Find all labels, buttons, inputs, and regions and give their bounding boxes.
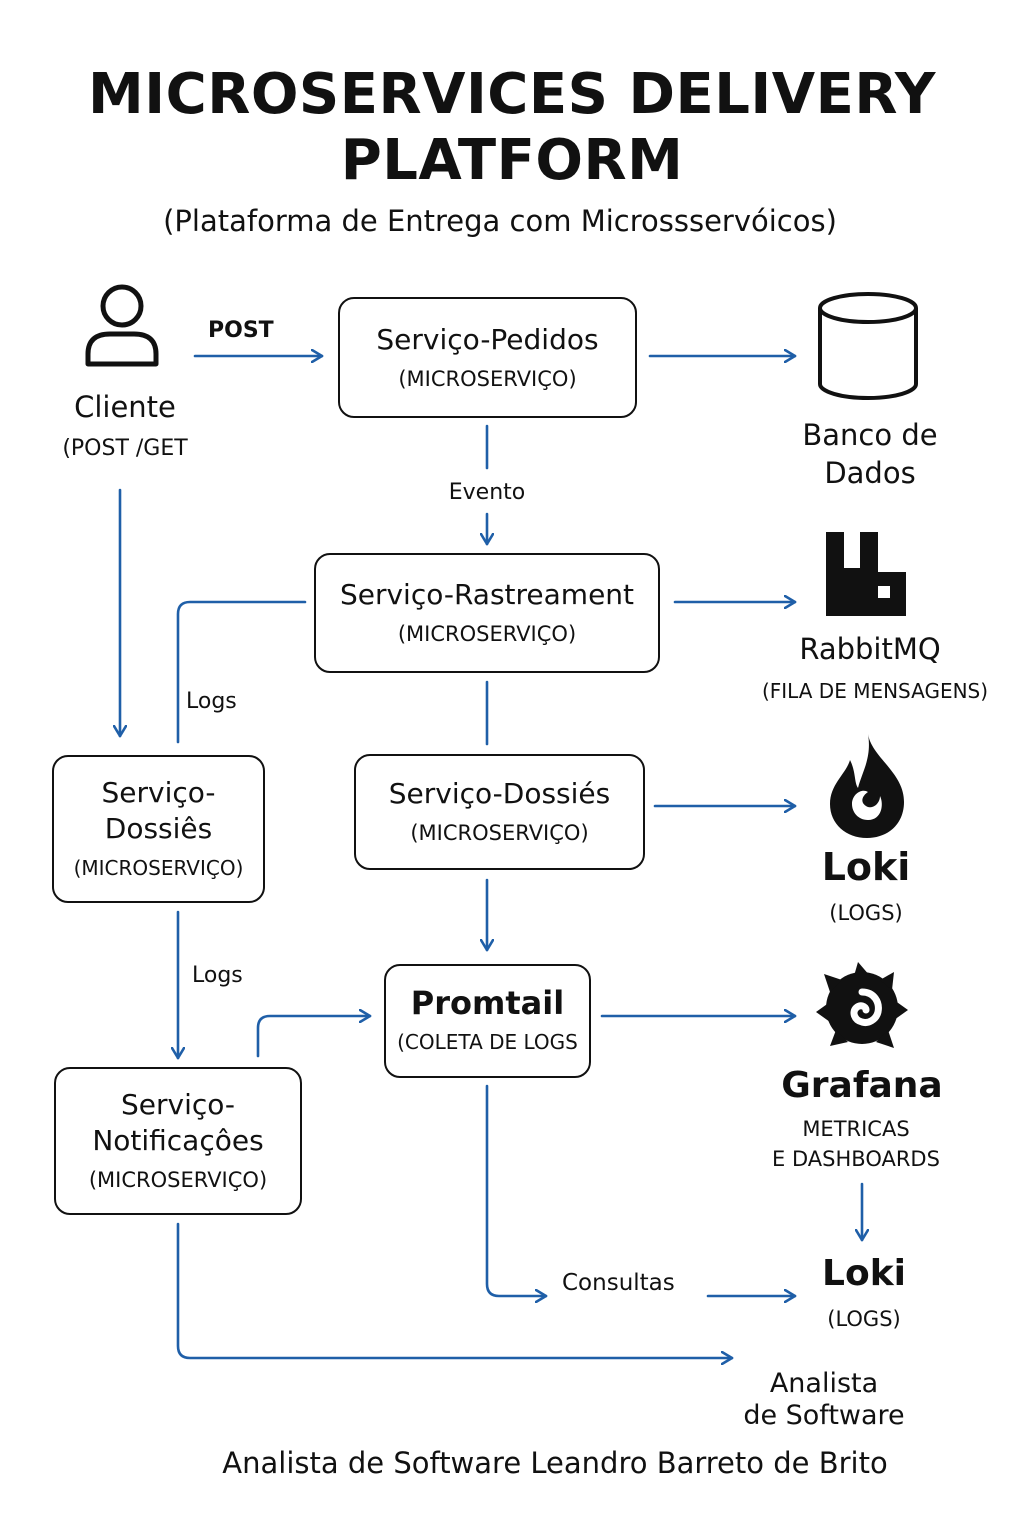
analyst-label-line1: Analista [769, 1368, 879, 1399]
service-notificacoes-name-line2: Notificaçôes [92, 1124, 264, 1157]
service-rastreamento-name: Serviço-Rastreament [339, 578, 635, 611]
diagram-subtitle: (Plataforma de Entrega com Microssservói… [163, 204, 837, 238]
service-dossies-left-box: Serviço- Dossiês (MICROSERVIÇO) [52, 755, 265, 903]
service-dossies-center-box: Serviço-Dossiés (MICROSERVIÇO) [354, 754, 645, 870]
service-dossies-left-name-line1: Serviço- [101, 776, 216, 809]
database-label-line1: Banco de [802, 418, 938, 452]
service-pedidos-box: Serviço-Pedidos (MICROSERVIÇO) [338, 297, 637, 418]
diagram-title-line1: MICROSERVICES DELIVERY [88, 62, 936, 127]
database-label-line2: Dados [824, 456, 916, 490]
service-rastreamento-box: Serviço-Rastreament (MICROSERVIÇO) [314, 553, 660, 673]
arrow-notificacoes-to-promtail [256, 1016, 372, 1058]
loki-icon [828, 732, 906, 840]
edge-label-consultas: Consultas [562, 1270, 675, 1296]
grafana-note-line1: METRICAS [802, 1117, 910, 1141]
promtail-box: Promtail (COLETA DE LOGS [384, 964, 591, 1078]
promtail-kind: (COLETA DE LOGS [397, 1030, 578, 1054]
edge-label-logs-upper: Logs [186, 689, 237, 714]
grafana-name: Grafana [781, 1065, 943, 1106]
footer-credit: Analista de Software Leandro Barreto de … [222, 1446, 888, 1480]
service-dossies-left-kind: (MICROSERVIÇO) [73, 856, 244, 880]
promtail-name: Promtail [410, 984, 565, 1022]
service-notificacoes-box: Serviço- Notificaçôes (MICROSERVIÇO) [54, 1067, 302, 1215]
service-notificacoes-kind: (MICROSERVIÇO) [88, 1168, 268, 1192]
service-pedidos-kind: (MICROSERVIÇO) [398, 366, 577, 391]
line-rastreamento-logs-left [176, 600, 307, 744]
loki-top-note: (LOGS) [829, 901, 903, 925]
client-name: Cliente [74, 390, 176, 424]
service-rastreamento-kind: (MICROSERVIÇO) [397, 622, 577, 646]
loki-top-name: Loki [821, 845, 911, 889]
arrow-promtail-consultas [485, 1084, 548, 1296]
service-dossies-center-name: Serviço-Dossiés [388, 777, 611, 810]
rabbitmq-name: RabbitMQ [799, 632, 941, 666]
service-dossies-center-kind: (MICROSERVIÇO) [410, 821, 589, 845]
analyst-label-line2: de Software [743, 1400, 905, 1431]
rabbitmq-icon [826, 532, 906, 616]
rabbitmq-note: (FILA DE MENSAGENS) [761, 679, 989, 703]
arrow-notificacoes-to-analista [176, 1222, 734, 1358]
diagram-title-line2: PLATFORM [340, 128, 684, 193]
service-notificacoes-name-line1: Serviço- [120, 1088, 235, 1121]
grafana-note-line2: E DASHBOARDS [772, 1147, 940, 1171]
service-dossies-left-name-line2: Dossiês [104, 812, 213, 845]
edge-label-evento: Evento [448, 480, 526, 505]
loki-bottom-note: (LOGS) [827, 1307, 901, 1331]
user-icon [84, 282, 160, 368]
service-pedidos-name: Serviço-Pedidos [376, 322, 599, 356]
database-icon [816, 290, 920, 402]
post-label: POST [208, 318, 274, 343]
edge-label-logs-lower: Logs [192, 963, 243, 988]
client-note: (POST /GET [62, 436, 188, 461]
loki-bottom-name: Loki [822, 1253, 906, 1294]
grafana-icon [814, 958, 910, 1054]
